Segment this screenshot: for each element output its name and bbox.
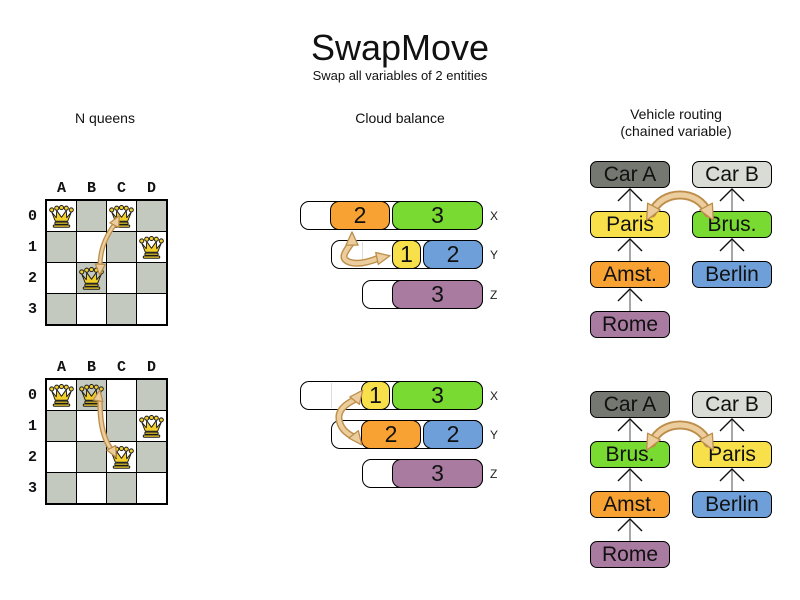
- board-cell: [47, 201, 76, 231]
- board-cell: [137, 232, 166, 262]
- section-header-vehiclerouting: Vehicle routing (chained variable): [588, 106, 764, 140]
- section-header-vehiclerouting-line1: Vehicle routing: [630, 106, 722, 122]
- board-col-label: A: [56, 359, 66, 376]
- cloud-row-label: Z: [490, 287, 498, 302]
- board-cell: [107, 201, 136, 231]
- section-header-vehiclerouting-line2: (chained variable): [620, 123, 732, 139]
- board-cell: [107, 263, 136, 293]
- board-cell: [47, 294, 76, 324]
- board-cell: [107, 442, 136, 472]
- board-cell: [107, 294, 136, 324]
- board-col-label: B: [86, 359, 96, 376]
- vehicle-box: Car B: [692, 391, 772, 418]
- board-cell: [77, 232, 106, 262]
- cloud-row-label: Y: [490, 247, 499, 262]
- vehicle-box: Berlin: [692, 491, 772, 518]
- board-cell: [77, 263, 106, 293]
- board-row-label: 2: [27, 270, 37, 287]
- chessboard: [45, 199, 168, 326]
- board-col-label: D: [146, 180, 156, 197]
- cloud-process-block: 3: [392, 381, 483, 410]
- board-cell: [77, 411, 106, 441]
- vehicle-box: Amst.: [590, 261, 670, 288]
- board-cell: [137, 380, 166, 410]
- vehicle-box: Paris: [590, 211, 670, 238]
- board-cell: [47, 411, 76, 441]
- vehicle-box: Car B: [692, 161, 772, 188]
- board-row-label: 1: [27, 239, 37, 256]
- board-cell: [137, 201, 166, 231]
- board-col-label: C: [116, 180, 126, 197]
- board-row-label: 2: [27, 449, 37, 466]
- vehicle-box: Brus.: [590, 441, 670, 468]
- cloud-process-block: 1: [361, 381, 390, 410]
- cloud-process-block: 2: [361, 420, 421, 449]
- board-cell: [77, 442, 106, 472]
- vehicle-box: Car A: [590, 161, 670, 188]
- board-cell: [77, 380, 106, 410]
- cloud-process-block: 2: [423, 240, 483, 269]
- board-cell: [107, 411, 136, 441]
- cloud-row-label: Z: [490, 466, 498, 481]
- board-col-label: A: [56, 180, 66, 197]
- section-header-cloudbalance: Cloud balance: [355, 110, 445, 126]
- board-row-label: 1: [27, 418, 37, 435]
- cloud-process-block: 3: [392, 201, 483, 230]
- cloud-row-label: X: [490, 388, 499, 403]
- chain-arrow-head: [719, 418, 745, 432]
- board-col-label: C: [116, 359, 126, 376]
- section-header-nqueens: N queens: [75, 110, 135, 126]
- board-row-label: 3: [27, 480, 37, 497]
- board-cell: [137, 411, 166, 441]
- vehicle-box: Berlin: [692, 261, 772, 288]
- board-cell: [107, 473, 136, 503]
- board-row-label: 3: [27, 301, 37, 318]
- board-cell: [47, 380, 76, 410]
- cloud-row-label: Y: [490, 427, 499, 442]
- cloud-row-label: X: [490, 208, 499, 223]
- chain-arrow-head: [617, 468, 643, 482]
- chain-arrow-head: [617, 188, 643, 202]
- board-cell: [47, 263, 76, 293]
- chain-arrow-head: [719, 238, 745, 252]
- board-cell: [47, 473, 76, 503]
- board-cell: [47, 442, 76, 472]
- board-row-label: 0: [27, 387, 37, 404]
- vehicle-box: Rome: [590, 311, 670, 338]
- board-cell: [77, 201, 106, 231]
- page-subtitle: Swap all variables of 2 entities: [312, 68, 488, 83]
- board-cell: [107, 380, 136, 410]
- board-row-label: 0: [27, 208, 37, 225]
- chain-arrow-head: [617, 288, 643, 302]
- chain-arrow-head: [719, 468, 745, 482]
- cloud-process-block: 3: [392, 459, 483, 488]
- chessboard: [45, 378, 168, 505]
- board-col-label: B: [86, 180, 96, 197]
- cloud-process-block: 1: [392, 240, 421, 269]
- chain-arrow-head: [617, 418, 643, 432]
- capacity-tick: [330, 383, 332, 408]
- cloud-process-block: 3: [392, 280, 483, 309]
- board-cell: [77, 473, 106, 503]
- board-cell: [137, 263, 166, 293]
- chain-arrow-head: [617, 518, 643, 532]
- board-cell: [137, 294, 166, 324]
- vehicle-box: Rome: [590, 541, 670, 568]
- board-cell: [107, 232, 136, 262]
- chain-arrow-head: [617, 238, 643, 252]
- vehicle-box: Brus.: [692, 211, 772, 238]
- board-col-label: D: [146, 359, 156, 376]
- vehicle-box: Car A: [590, 391, 670, 418]
- vehicle-box: Paris: [692, 441, 772, 468]
- cloud-process-block: 2: [330, 201, 390, 230]
- vehicle-box: Amst.: [590, 491, 670, 518]
- board-cell: [137, 473, 166, 503]
- cloud-process-block: 2: [423, 420, 483, 449]
- chain-arrow-head: [719, 188, 745, 202]
- page-title: SwapMove: [310, 27, 490, 68]
- board-cell: [77, 294, 106, 324]
- capacity-tick: [361, 242, 363, 267]
- board-cell: [137, 442, 166, 472]
- board-cell: [47, 232, 76, 262]
